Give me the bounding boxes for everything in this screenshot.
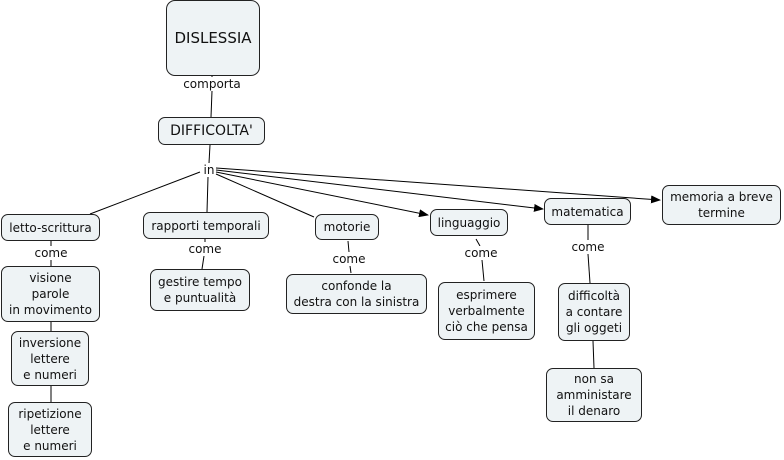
link-come-contare — [587, 253, 591, 284]
link-come-confonde — [349, 265, 352, 274]
link-in-matematica — [215, 169, 544, 212]
link-in-motorie — [215, 173, 315, 218]
link-label-come-motorie: come — [331, 252, 367, 266]
concept-gestire-tempo[interactable]: gestire tempo e puntualità — [150, 269, 250, 311]
link-label-come-rapporti: come — [187, 242, 223, 256]
link-difficolta-in — [208, 144, 211, 164]
concept-visione[interactable]: visione parole in movimento — [1, 266, 100, 322]
link-comporta-difficolta — [210, 90, 213, 118]
link-label-in: in — [202, 163, 216, 177]
concept-matematica[interactable]: matematica — [544, 198, 631, 225]
concept-denaro[interactable]: non sa amministare il denaro — [546, 368, 642, 422]
link-contare-denaro — [592, 340, 595, 369]
link-label-come-matematica: come — [570, 240, 606, 254]
link-in-letto — [89, 171, 201, 215]
concept-letto-scrittura[interactable]: letto-scrittura — [1, 214, 100, 241]
link-motorie-come — [347, 240, 350, 253]
concept-motorie[interactable]: motorie — [315, 214, 379, 240]
concept-dislessia[interactable]: DISLESSIA — [166, 0, 260, 76]
concept-inversione[interactable]: inversione lettere e numeri — [11, 331, 89, 386]
concept-memoria[interactable]: memoria a breve termine — [662, 185, 781, 225]
concept-esprimere[interactable]: esprimere verbalmente ciò che pensa — [438, 282, 535, 340]
link-in-memoria — [215, 167, 661, 204]
link-in-rapporti — [206, 176, 209, 213]
link-linguaggio-come — [475, 238, 481, 247]
concept-linguaggio[interactable]: linguaggio — [430, 209, 508, 236]
concept-difficolta[interactable]: DIFFICOLTA' — [158, 117, 265, 145]
concept-contare[interactable]: difficoltà a contare gli oggeti — [558, 283, 630, 341]
link-label-comporta: comporta — [182, 77, 242, 91]
concept-confonde[interactable]: confonde la destra con la sinistra — [286, 274, 427, 314]
link-come-esprimere — [481, 259, 485, 282]
link-in-linguaggio — [215, 171, 429, 218]
concept-ripetizione[interactable]: ripetizione lettere e numeri — [8, 402, 92, 457]
concept-rapporti-temporali[interactable]: rapporti temporali — [143, 212, 269, 239]
link-label-come-letto: come — [33, 246, 69, 260]
link-come-gestire — [201, 255, 205, 270]
link-label-come-linguaggio: come — [463, 246, 499, 260]
